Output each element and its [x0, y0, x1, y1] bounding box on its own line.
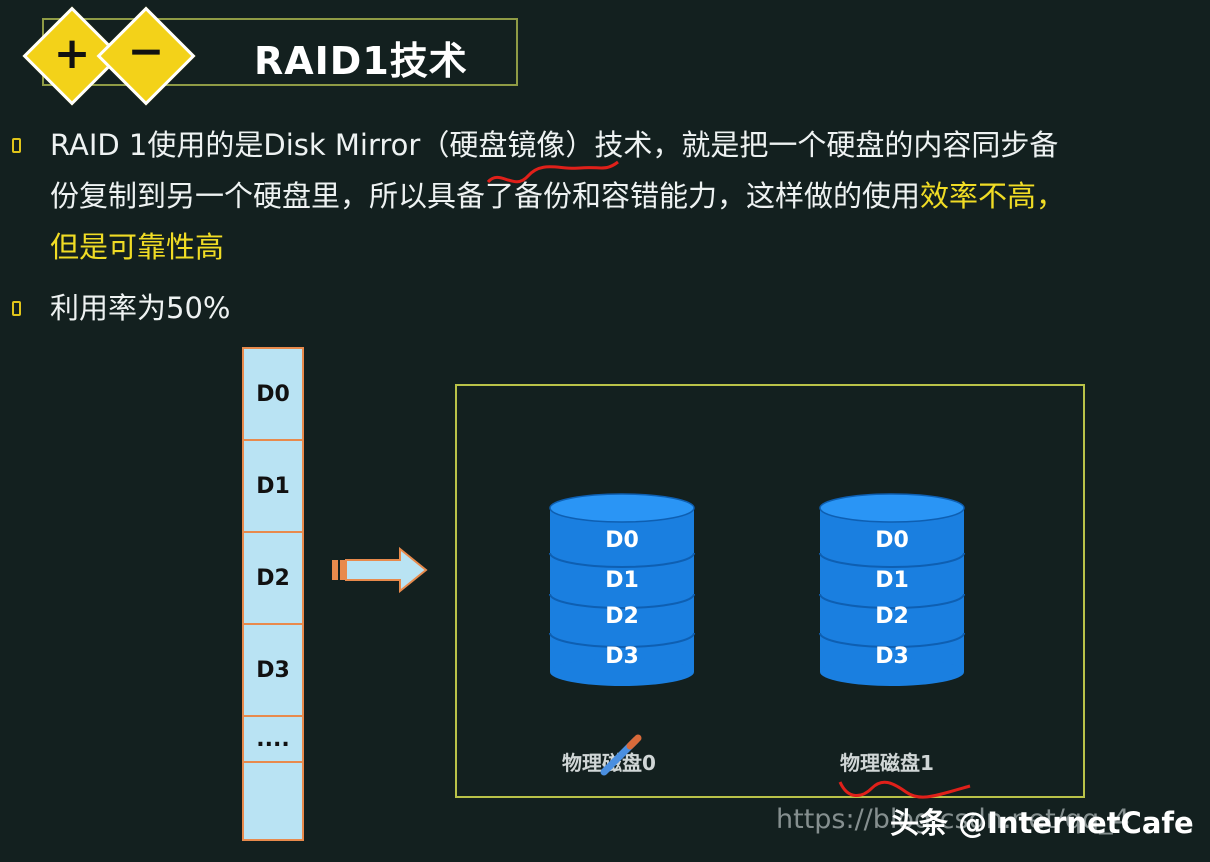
disk-block-label: D0 [605, 528, 639, 553]
disk-block-label: D1 [605, 568, 639, 593]
bullet-line: RAID 1使用的是Disk Mirror（硬盘镜像）技术，就是把一个硬盘的内容… [50, 120, 1058, 171]
bullet-line: 但是可靠性高 [50, 222, 224, 273]
disk-block-label: D1 [875, 568, 909, 593]
minus-sign: − [127, 26, 165, 77]
plus-sign: + [53, 28, 91, 79]
bullet-text-segment: RAID 1使用的是Disk Mirror（硬盘镜像）技术，就是把一个硬盘的内容… [50, 128, 1059, 162]
source-tag: 头条 @InternetCafe [890, 806, 1194, 840]
disk-0-label: 物理磁盘0 [562, 751, 656, 775]
strip-cell: D0 [244, 349, 302, 441]
highlighted-text: 效率不高， [920, 179, 1066, 213]
bullet-text-segment: 利用率为50% [50, 291, 231, 325]
bullet-marker-icon [12, 138, 21, 153]
disk-block-label: D3 [605, 644, 639, 669]
strip-cell: D1 [244, 441, 302, 533]
right-arrow-icon [332, 547, 428, 593]
bullet-line: 利用率为50% [50, 283, 230, 334]
slide-title: RAID1技术 [254, 39, 468, 83]
mirror-container-frame [455, 384, 1085, 798]
disk-1-label: 物理磁盘1 [840, 751, 934, 775]
bullet-marker-icon [12, 301, 21, 316]
strip-cell: D3 [244, 625, 302, 717]
bullet-line: 份复制到另一个硬盘里，所以具备了备份和容错能力，这样做的使用效率不高， [50, 171, 1065, 222]
disk-block-label: D3 [875, 644, 909, 669]
disk-block-label: D2 [875, 604, 909, 629]
highlighted-text: 但是可靠性高 [50, 230, 225, 264]
disk-block-label: D2 [605, 604, 639, 629]
strip-cell: D2 [244, 533, 302, 625]
disk-block-label: D0 [875, 528, 909, 553]
url-watermark: https://blog.csdn.net/qq_4 [776, 804, 1130, 835]
strip-cell: .... [244, 717, 302, 763]
bullet-text-segment: 份复制到另一个硬盘里，所以具备了备份和容错能力，这样做的使用 [50, 179, 921, 213]
